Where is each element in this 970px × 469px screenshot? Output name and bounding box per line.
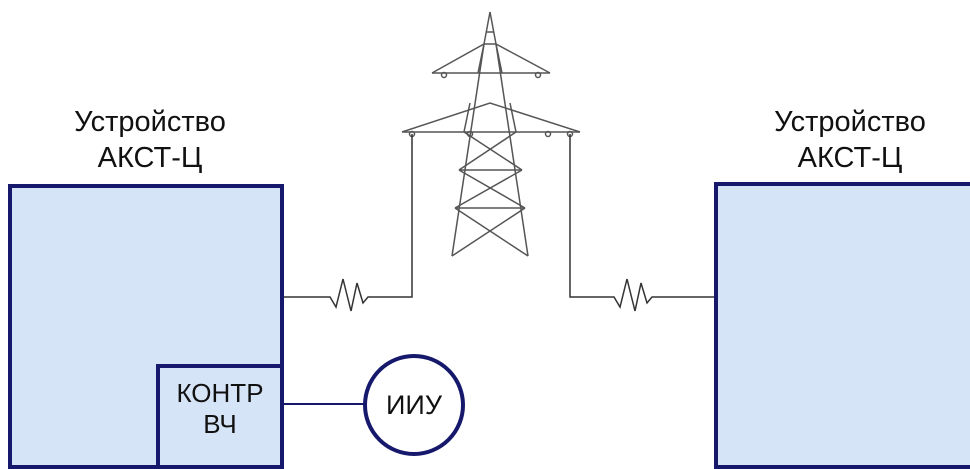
transmission-tower-icon — [401, 11, 581, 257]
iiu-circle: ИИУ — [363, 354, 465, 456]
left-device-label-line2: АКСТ-Ц — [97, 142, 203, 174]
right-device-label: Устройство АКСТ-Ц — [730, 104, 970, 176]
left-device-label-line1: Устройство — [74, 106, 226, 138]
right-device-label-line1: Устройство — [774, 106, 926, 138]
left-device-label: Устройство АКСТ-Ц — [30, 104, 270, 176]
right-device-box — [714, 182, 970, 469]
iiu-label: ИИУ — [386, 389, 442, 420]
left-line-connection — [284, 134, 413, 312]
diagram-canvas — [284, 11, 714, 405]
vch-label: ВЧ — [203, 409, 237, 439]
kontr-label: КОНТР — [176, 378, 264, 408]
kontr-vch-box: КОНТР ВЧ — [156, 364, 284, 469]
right-line-connection — [569, 134, 714, 312]
right-device-label-line2: АКСТ-Ц — [797, 142, 903, 174]
